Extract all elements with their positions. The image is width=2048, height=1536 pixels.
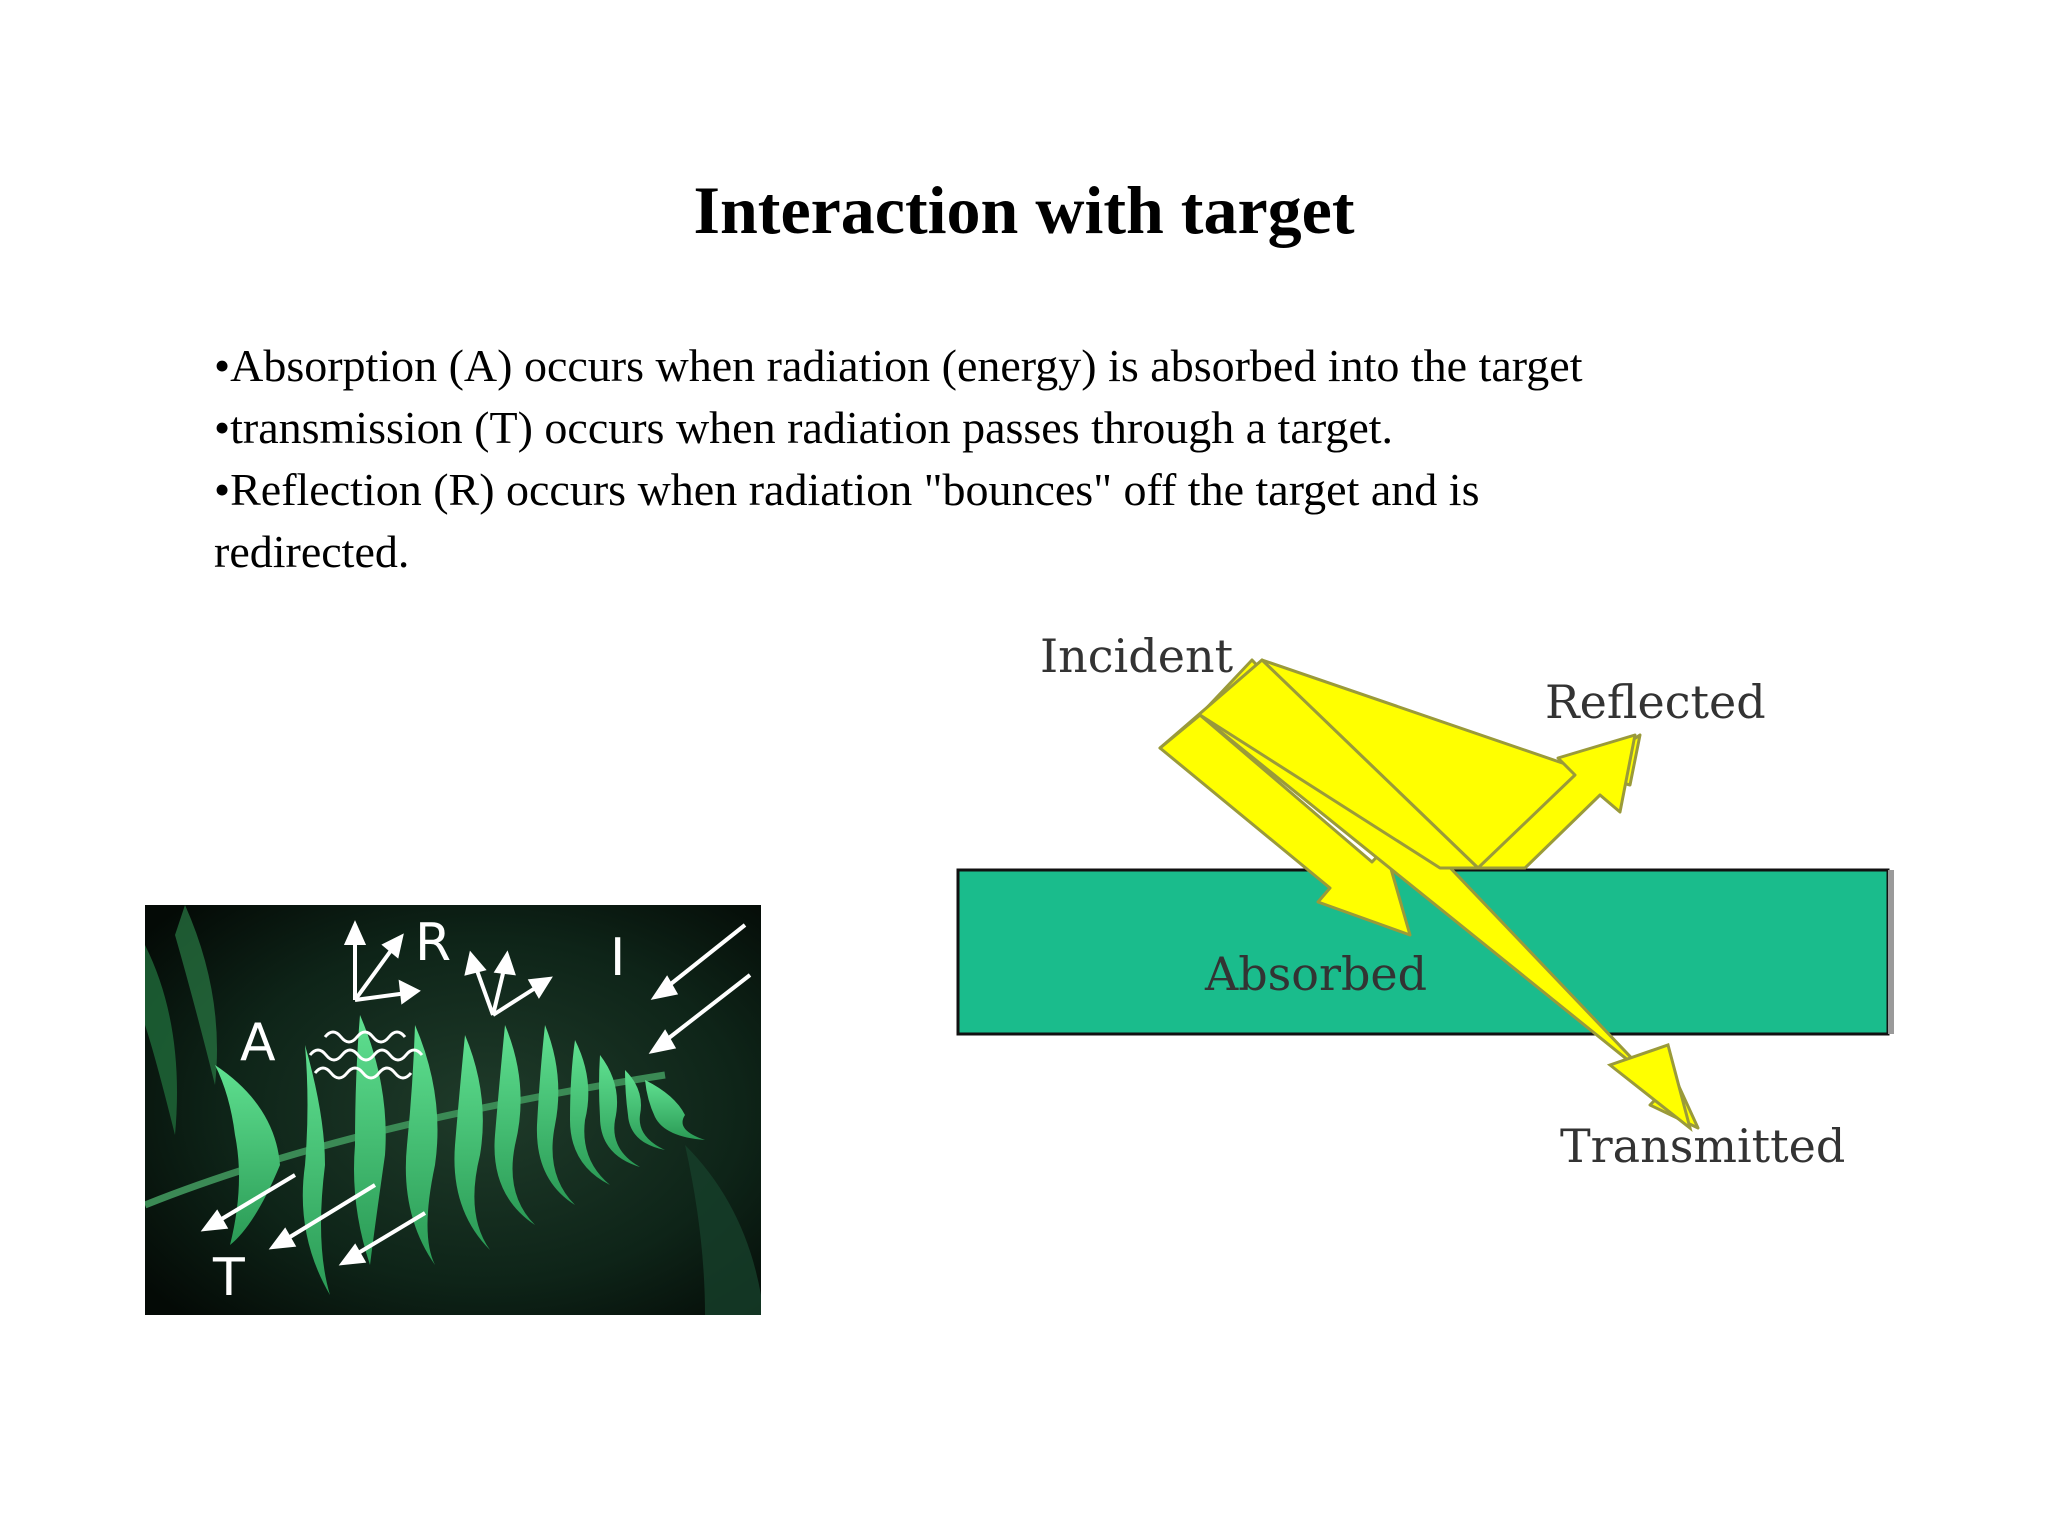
bullet-transmission: •transmission (T) occurs when radiation … (214, 402, 1394, 453)
bg-leaf-1 (145, 945, 177, 1135)
label-absorbed: Absorbed (1204, 947, 1427, 1001)
bg-leaf-2 (175, 905, 217, 1085)
photo-label-t: T (212, 1248, 245, 1308)
photo-label-a: A (240, 1013, 276, 1073)
transmitted-arrowhead (1606, 1043, 1693, 1132)
target-slab-shadow (1888, 870, 1894, 1034)
incident-beam (1158, 658, 1480, 870)
reflected-arrow (1476, 733, 1637, 870)
leaf-photo: R I A T (145, 905, 761, 1315)
absorption-squiggles (308, 1030, 424, 1080)
bullet-reflection-cont: redirected. (214, 526, 410, 577)
bullet-reflection: •Reflection (R) occurs when radiation "b… (214, 464, 1480, 515)
photo-label-r: R (415, 913, 451, 973)
bg-leaf-3 (685, 1145, 761, 1315)
photo-label-i: I (610, 928, 625, 988)
label-transmitted: Transmitted (1560, 1119, 1845, 1173)
label-reflected: Reflected (1545, 675, 1766, 729)
slide-title: Interaction with target (693, 172, 1355, 248)
bullet-absorption: •Absorption (A) occurs when radiation (e… (214, 340, 1583, 391)
leaflets (215, 1015, 705, 1295)
bullet-list: •Absorption (A) occurs when radiation (e… (214, 335, 1814, 583)
photo-arrows (200, 920, 752, 1266)
beam-group (1158, 658, 1700, 1130)
label-incident: Incident (1040, 629, 1234, 683)
